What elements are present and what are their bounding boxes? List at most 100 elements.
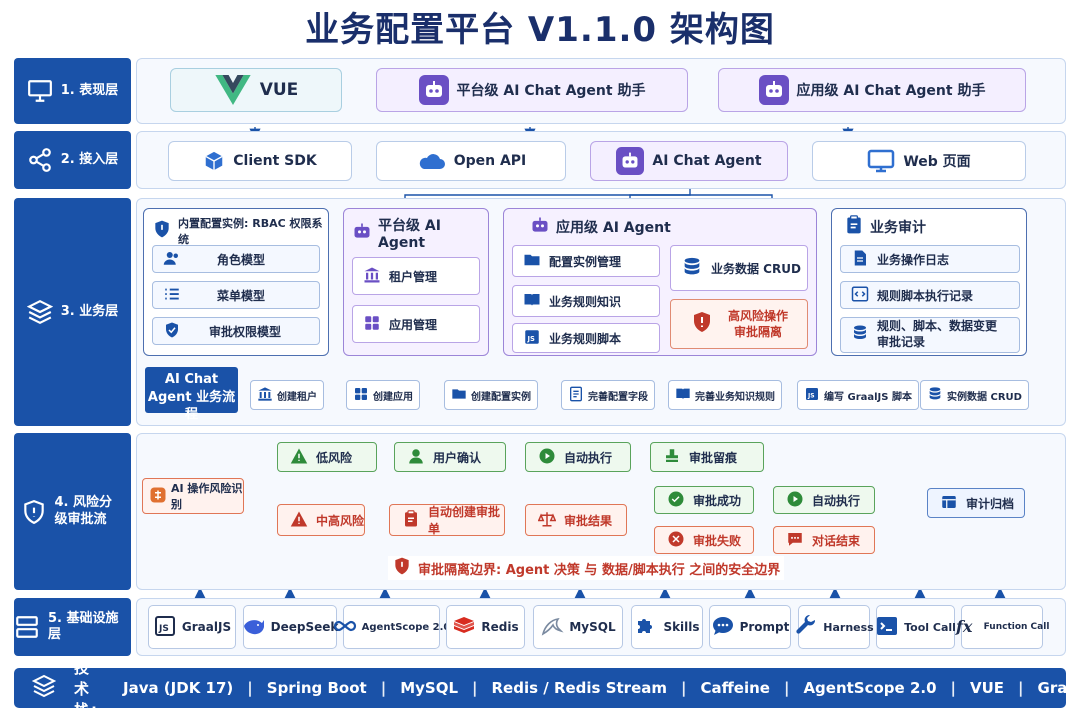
low-risk-box: 低风险 — [277, 442, 377, 472]
infra-harness: Harness — [796, 605, 874, 649]
database-icon — [851, 324, 869, 347]
puzzle-icon — [634, 614, 658, 641]
high-risk-isolation-item: 高风险操作 审批隔离 — [670, 299, 808, 349]
cloud-icon — [416, 150, 446, 172]
redis-icon — [452, 614, 476, 641]
check-circle-icon — [667, 490, 685, 511]
svg-text:JS: JS — [158, 624, 169, 634]
shield-icon — [152, 219, 172, 243]
audit-script-record-item: 规则脚本执行记录 — [840, 281, 1020, 309]
js-file-icon: JS — [804, 386, 820, 405]
business-flow-label: AI Chat Agent 业务流程 — [145, 367, 238, 422]
infra-graaljs: JS GraalJS — [148, 605, 236, 649]
layer-label-risk: 4. 风险分级审批流 — [14, 433, 131, 590]
bank-icon — [363, 266, 381, 287]
app-management-item: 应用管理 — [352, 305, 480, 343]
shield-alert-icon — [21, 499, 47, 525]
config-instance-item: 配置实例管理 — [512, 245, 660, 277]
tech-item: GraalJS — [1037, 679, 1080, 697]
infra-skills: Skills — [631, 605, 703, 649]
svg-text:fx: fx — [955, 617, 973, 636]
warning-icon — [290, 510, 308, 531]
table-icon — [940, 493, 958, 514]
platform-ai-agent-group: 平台级 AI Agent 租户管理 应用管理 — [343, 208, 489, 356]
tech-item: MySQL — [400, 679, 459, 697]
approval-trace-box: 审批留痕 — [650, 442, 764, 472]
play-icon — [538, 447, 556, 468]
flow-step-create-instance: 创建配置实例 — [444, 380, 538, 410]
success-auto-execute-box: 自动执行 — [773, 486, 875, 514]
tech-item: Spring Boot — [266, 679, 367, 697]
code-icon — [851, 285, 869, 306]
infra-agentscope: AgentScope 2.0 — [333, 605, 450, 649]
tech-stack-label: 技术栈: — [74, 658, 99, 719]
robot-icon — [616, 147, 645, 175]
book-icon — [675, 386, 691, 405]
users-icon — [163, 249, 181, 270]
approval-boundary-note: 审批隔离边界: Agent 决策 与 数据/脚本执行 之间的安全边界 — [388, 556, 785, 580]
scale-icon — [537, 510, 557, 531]
web-page-box: Web 页面 — [812, 141, 1026, 181]
layers-icon — [26, 299, 53, 325]
flow-step-instance-crud: 实例数据 CRUD — [920, 380, 1029, 410]
infinity-icon — [333, 614, 357, 641]
document-icon — [851, 249, 869, 270]
platform-agent-assistant-box: 平台级 AI Chat Agent 助手 — [376, 68, 688, 112]
business-rule-script-item: JS 业务规则脚本 — [512, 323, 660, 353]
business-rule-knowledge-item: 业务规则知识 — [512, 285, 660, 317]
wrench-icon — [794, 614, 818, 641]
audit-operation-log-item: 业务操作日志 — [840, 245, 1020, 273]
tech-item: VUE — [970, 679, 1005, 697]
js-file-icon: JS — [153, 614, 177, 641]
user-icon — [407, 447, 425, 468]
audit-change-approval-item: 规则、脚本、数据变更 审批记录 — [840, 317, 1020, 353]
open-api-box: Open API — [376, 141, 566, 181]
grid-icon — [353, 386, 369, 405]
chat-icon — [711, 614, 735, 641]
approval-success-box: 审批成功 — [654, 486, 754, 514]
rbac-group: 内置配置实例: RBAC 权限系统 角色模型 菜单模型 审批权限模型 — [143, 208, 329, 356]
tech-item: Caffeine — [700, 679, 770, 697]
flow-step-graaljs-script: JS 编写 GraalJS 脚本 — [797, 380, 919, 410]
tech-item: Java (JDK 17) — [122, 679, 234, 697]
robot-icon — [352, 221, 372, 245]
terminal-icon — [875, 614, 899, 641]
tech-item: Redis / Redis Stream — [491, 679, 668, 697]
database-icon — [681, 256, 703, 281]
chat-icon — [786, 530, 804, 551]
close-circle-icon — [667, 530, 685, 551]
audit-archive-box: 审计归档 — [927, 488, 1025, 518]
infra-deepseek: DeepSeek — [243, 605, 338, 649]
layer-label-infra: 5. 基础设施层 — [14, 598, 131, 656]
infra-prompt: Prompt — [709, 605, 791, 649]
robot-icon — [418, 75, 449, 105]
function-icon: fx — [955, 614, 979, 641]
shield-check-icon — [163, 321, 181, 342]
shield-icon — [392, 556, 412, 580]
rbac-item-role: 角色模型 — [152, 245, 320, 273]
list-icon — [163, 285, 181, 306]
database-icon — [927, 386, 943, 405]
client-sdk-box: Client SDK — [168, 141, 352, 181]
mysql-dolphin-icon — [540, 614, 564, 641]
vue-logo-icon — [214, 75, 252, 105]
ai-chat-agent-box: AI Chat Agent — [590, 141, 788, 181]
bank-icon — [257, 386, 273, 405]
auto-create-approval-box: 自动创建审批单 — [389, 504, 505, 536]
svg-text:JS: JS — [807, 392, 815, 399]
clipboard-icon — [844, 215, 864, 239]
auto-execute-box: 自动执行 — [525, 442, 631, 472]
flow-step-create-app: 创建应用 — [346, 380, 420, 410]
flow-step-create-tenant: 创建租户 — [250, 380, 324, 410]
tenant-management-item: 租户管理 — [352, 257, 480, 295]
cube-icon — [203, 150, 225, 172]
server-icon — [14, 614, 40, 640]
form-icon — [568, 386, 584, 405]
robot-icon — [530, 215, 550, 239]
flow-step-knowledge-rules: 完善业务知识规则 — [668, 380, 782, 410]
infra-mysql: MySQL — [533, 605, 623, 649]
approval-result-box: 审批结果 — [525, 504, 627, 536]
grid-icon — [363, 314, 381, 335]
folder-icon — [523, 251, 541, 272]
approval-fail-box: 审批失败 — [654, 526, 754, 554]
